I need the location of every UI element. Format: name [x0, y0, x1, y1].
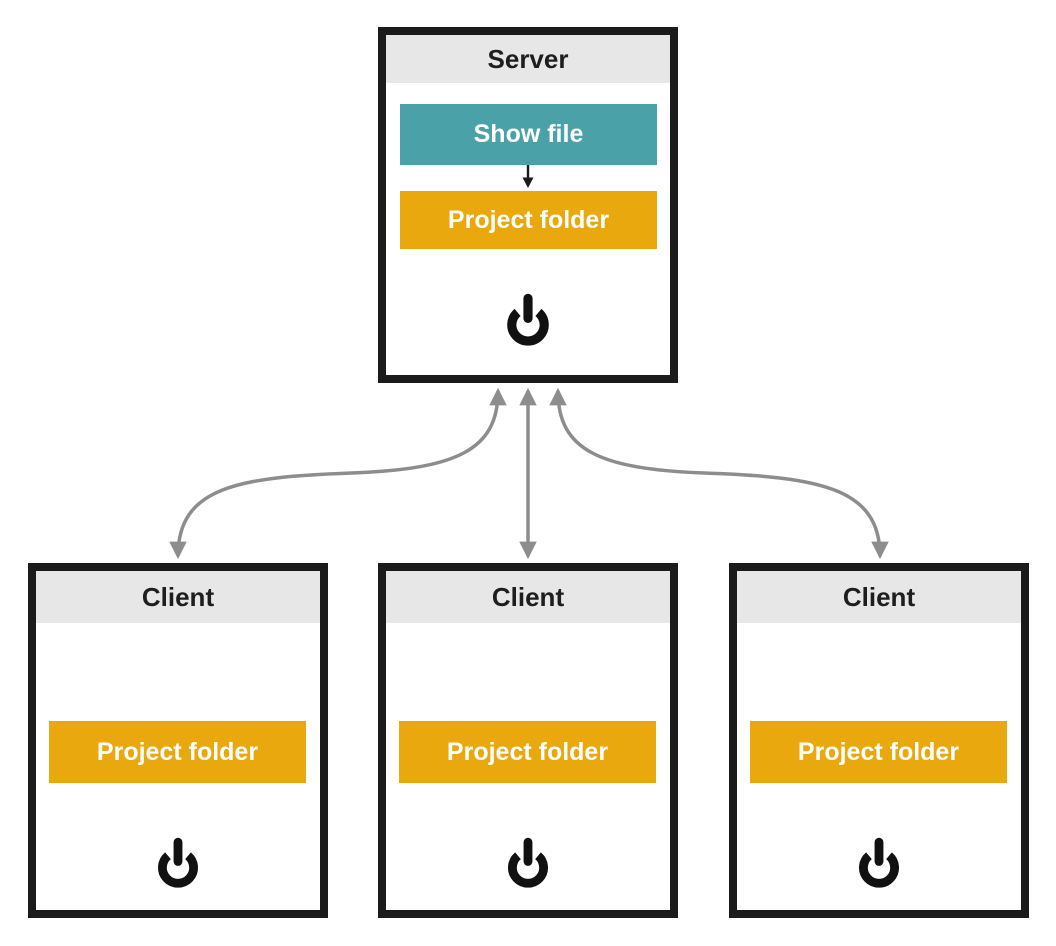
client2-project-folder-button: Project folder — [399, 721, 656, 783]
client3-title: Client — [842, 581, 916, 612]
client2-header: Client — [386, 571, 670, 623]
client3-box: Client Project folder — [729, 563, 1029, 918]
power-icon — [507, 293, 549, 346]
client1-header: Client — [36, 571, 320, 623]
server-client3-arrow — [549, 387, 889, 560]
power-icon — [859, 837, 899, 888]
power-icon — [158, 837, 198, 888]
client3-project-folder-button: Project folder — [750, 721, 1007, 783]
client3-header: Client — [737, 571, 1021, 623]
client1-box: Client Project folder — [28, 563, 328, 918]
server-title: Server — [487, 43, 569, 74]
server-box: Server Show file Project folder — [378, 27, 678, 383]
server-client1-arrow — [169, 387, 507, 560]
down-arrow-icon — [522, 165, 534, 188]
client2-box: Client Project folder — [378, 563, 678, 918]
client1-project-folder-button: Project folder — [49, 721, 306, 783]
server-project-folder-button: Project folder — [400, 191, 657, 249]
client2-title: Client — [491, 581, 565, 612]
client1-title: Client — [141, 581, 215, 612]
server-header: Server — [386, 35, 670, 83]
show-file-button: Show file — [400, 104, 657, 165]
power-icon — [508, 837, 548, 888]
